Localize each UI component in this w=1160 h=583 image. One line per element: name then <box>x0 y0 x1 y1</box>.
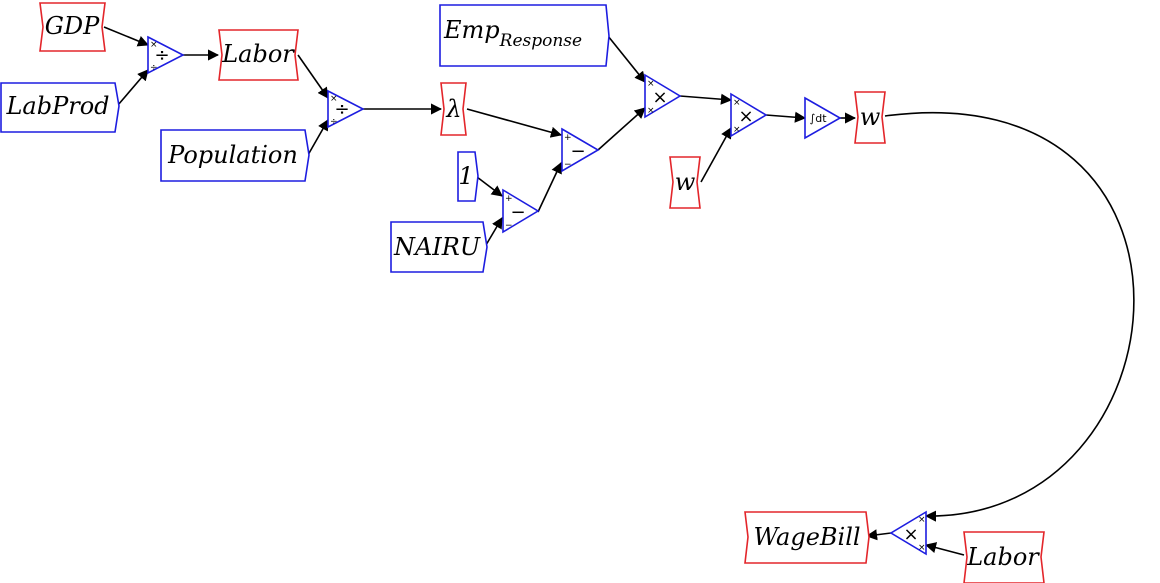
variable-labor-2-label: Labor <box>966 543 1040 571</box>
variable-population-label: Population <box>167 141 298 169</box>
variable-w-input[interactable]: w <box>669 156 701 209</box>
wire-w-to-multiply2[interactable] <box>700 127 732 183</box>
variable-w-input-label: w <box>675 168 696 196</box>
variable-lambda-label: λ <box>445 95 461 123</box>
wire-gdp-to-divide[interactable] <box>103 26 150 47</box>
divide-operator-1-symbol: ÷ <box>154 45 169 66</box>
subtract-operator-1-port-top: + <box>505 194 513 204</box>
wire-labor2-to-multiply3[interactable] <box>924 542 965 556</box>
subtract-operator-1[interactable]: − + − <box>502 188 540 234</box>
wire-subtract2-to-multiply1[interactable] <box>597 107 646 151</box>
wire-labprod-to-divide[interactable] <box>117 69 149 106</box>
subtract-operator-1-symbol: − <box>510 202 525 223</box>
variable-labor-2[interactable]: Labor <box>963 531 1045 583</box>
divide-operator-2-port-top: × <box>330 94 338 104</box>
divide-operator-2-port-bottom: ÷ <box>330 117 338 127</box>
wire-multiply3-to-wagebill[interactable] <box>865 529 892 541</box>
variable-wagebill[interactable]: WageBill <box>744 511 870 564</box>
variable-w-output-label: w <box>860 103 881 131</box>
emp-response-subscript: Response <box>499 31 582 51</box>
divide-operator-1-port-top: × <box>150 40 158 50</box>
variable-labprod-label: LabProd <box>5 92 109 120</box>
wire-nairu-to-subtract1[interactable] <box>485 217 503 246</box>
subtract-operator-2[interactable]: − + − <box>561 127 600 173</box>
variable-labprod[interactable]: LabProd <box>0 82 120 133</box>
divide-operator-1[interactable]: ÷ × ÷ <box>147 35 185 75</box>
variable-labor[interactable]: Labor <box>218 29 299 81</box>
subtract-operator-2-symbol: − <box>570 141 585 162</box>
wires <box>103 26 1135 556</box>
variable-labor-label: Labor <box>221 40 295 68</box>
multiply-operator-2[interactable]: × × × <box>730 92 768 138</box>
wire-labor-to-divide2[interactable] <box>297 54 329 99</box>
variable-one[interactable]: 1 <box>457 151 479 202</box>
emp-response-base: Emp <box>443 16 500 44</box>
multiply-operator-3-symbol: × <box>903 524 918 545</box>
multiply-operator-3[interactable]: × × × <box>889 510 927 556</box>
wire-multiply1-to-multiply2[interactable] <box>679 93 733 105</box>
wire-w-to-multiply3[interactable] <box>884 112 1135 522</box>
multiply-operator-1-port-top: × <box>647 79 655 89</box>
variable-population[interactable]: Population <box>160 129 310 182</box>
multiply-operator-2-port-bottom: × <box>733 125 741 135</box>
integrate-operator[interactable]: ∫dt <box>804 96 842 140</box>
variable-emp-response[interactable]: EmpResponse <box>439 4 610 67</box>
divide-operator-2-symbol: ÷ <box>334 99 349 120</box>
variable-nairu[interactable]: NAIRU <box>390 221 488 273</box>
multiply-operator-3-port-top: × <box>918 515 926 525</box>
wire-multiply2-to-integrate[interactable] <box>765 111 807 123</box>
wire-lambda-to-subtract2[interactable] <box>466 108 563 138</box>
wire-one-to-subtract1[interactable] <box>476 176 503 197</box>
integrate-operator-label: ∫dt <box>809 112 827 125</box>
multiply-operator-1[interactable]: × × × <box>644 73 682 119</box>
divide-operator-1-port-bottom: ÷ <box>150 63 158 73</box>
multiply-operator-1-port-bottom: × <box>647 106 655 116</box>
variable-wagebill-label: WageBill <box>753 523 860 551</box>
variable-gdp[interactable]: GDP <box>39 2 106 52</box>
variable-gdp-label: GDP <box>45 12 100 40</box>
divide-operator-2[interactable]: ÷ × ÷ <box>327 89 365 129</box>
wire-empresponse-to-multiply1[interactable] <box>607 35 646 83</box>
subtract-operator-1-port-bottom: − <box>505 221 513 231</box>
variable-nairu-label: NAIRU <box>393 233 481 261</box>
variable-w-output[interactable]: w <box>854 91 886 144</box>
multiply-operator-1-symbol: × <box>652 87 667 108</box>
wire-population-to-divide2[interactable] <box>307 119 329 156</box>
multiply-operator-3-port-bottom: × <box>918 543 926 553</box>
variable-lambda[interactable]: λ <box>440 82 467 136</box>
wire-subtract1-to-subtract2[interactable] <box>537 161 562 213</box>
multiply-operator-2-symbol: × <box>738 106 753 127</box>
subtract-operator-2-port-top: + <box>564 133 572 143</box>
multiply-operator-2-port-top: × <box>733 98 741 108</box>
variable-one-label: 1 <box>458 162 473 190</box>
subtract-operator-2-port-bottom: − <box>564 160 572 170</box>
variable-emp-response-label: EmpResponse <box>443 16 582 51</box>
